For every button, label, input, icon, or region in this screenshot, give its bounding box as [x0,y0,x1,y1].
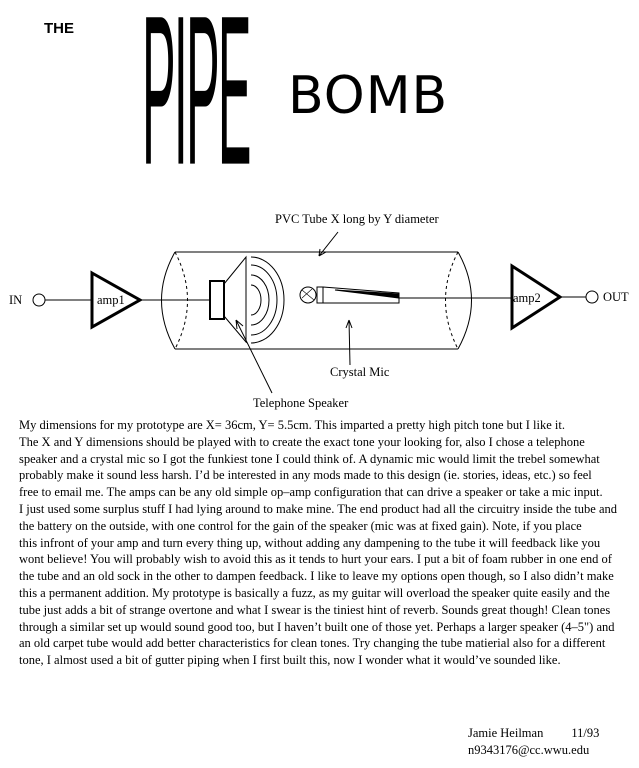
author-date: 11/93 [571,726,600,740]
amp1-triangle-icon [90,270,144,330]
speaker-magnet-icon [209,280,225,320]
speaker-cone-icon [223,255,247,344]
body-line: the battery on the outside, with one con… [19,518,582,533]
body-line: through a similar set up would sound goo… [19,619,615,634]
body-line: this infront of your amp and turn every … [19,535,601,550]
mic-label: Crystal Mic [330,365,390,379]
body-line: My dimensions for my prototype are X= 36… [19,418,565,432]
body-line: the tube and an old sock in the other to… [19,569,614,584]
author-email: n9343176@cc.wwu.edu [468,743,590,757]
body-line: free to email me. The amps can be any ol… [19,485,603,500]
tube-label-arrow-icon [318,231,339,257]
tube-label: PVC Tube X long by Y diameter [275,212,439,226]
title-pipe: PIPE [142,0,251,210]
body-line: this a permanent addition. My prototype … [19,585,610,600]
output-jack-icon [585,290,599,304]
mic-grille-icon [301,288,315,301]
amp1-label: amp1 [97,293,125,307]
body-line: The X and Y dimensions should be played … [19,434,585,449]
title-the: THE [44,20,74,37]
sound-wave-icon [250,264,278,336]
amp2-triangle-icon [510,263,563,331]
author-name: Jamie Heilman [468,726,544,740]
mic-ring-icon [316,286,324,304]
body-line: tube just adds a bit of strange overtone… [19,602,611,617]
mic-body-icon [322,286,400,304]
body-line: speaker and a crystal mic so I got the f… [19,451,600,466]
in-label: IN [9,293,22,307]
body-line: wont believe! You will probably wish to … [19,552,612,567]
pipe-diagram: PVC Tube X long by Y diameter IN amp1 am… [9,212,629,410]
sound-wave-icon [250,274,270,326]
mic-head-icon [299,286,317,304]
sound-wave-icon [250,284,262,316]
out-label: OUT [603,290,629,304]
tube-right-end [457,251,472,350]
body-line: an old carpet tube would add better char… [19,636,606,651]
speaker-label-arrow-icon [235,319,273,394]
body-line: I just used some surplus stuff I had lyi… [19,501,618,516]
speaker-label: Telephone Speaker [253,396,349,410]
signature: Jamie Heilman 11/93 n9343176@cc.wwu.edu [468,725,599,759]
title-bomb: BOMB [288,66,449,126]
sound-wave-icon [250,256,285,344]
body-line: probably make it sound less harsh. I’d b… [19,468,592,483]
body-line: tone, I almost used a bit of gutter pipi… [19,653,561,668]
mic-shade [334,289,400,299]
input-jack-icon [32,293,46,307]
mic-label-arrow-icon [345,319,353,366]
amp2-label: amp2 [513,291,541,305]
tube-right-inner [445,251,459,350]
body-paragraph: My dimensions for my prototype are X= 36… [19,417,617,669]
